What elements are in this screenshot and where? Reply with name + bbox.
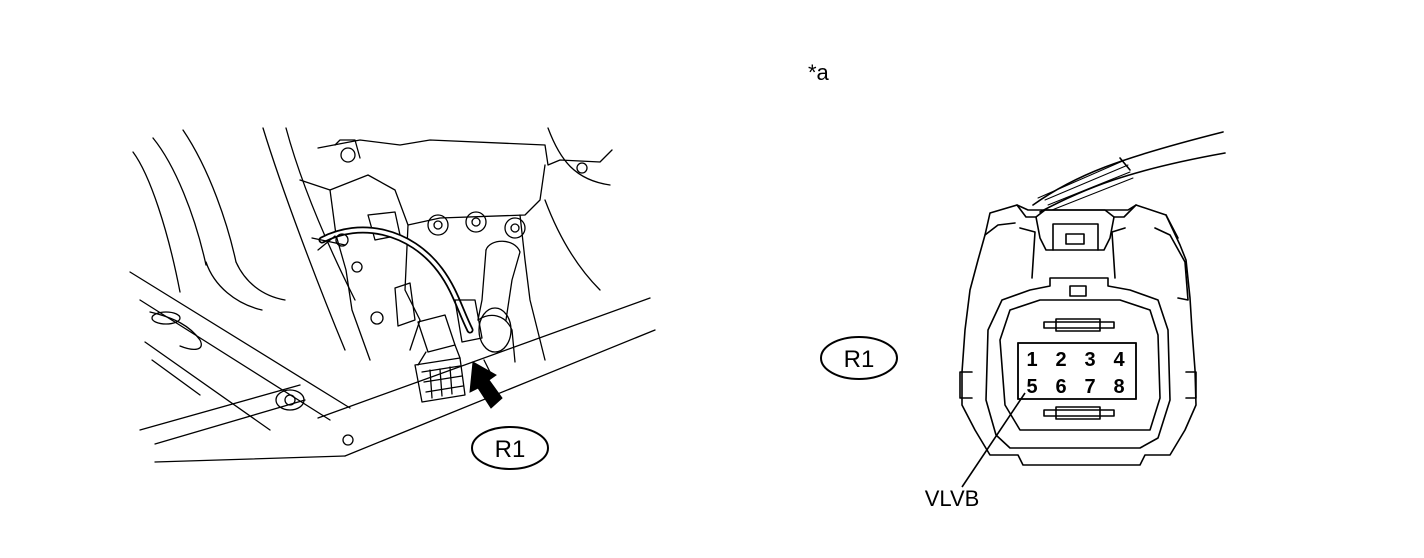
vehicle-location-view [129,127,656,463]
connector-front-view [959,131,1226,466]
right-r1-callout: R1 [820,336,898,380]
left-r1-label: R1 [495,436,526,463]
left-r1-callout: R1 [471,426,549,470]
terminal-1: 1 [1026,349,1037,371]
terminal-8: 8 [1113,376,1124,398]
terminal-5: 5 [1026,376,1037,398]
location-arrow [469,361,503,409]
vlvb-label: VLVB [925,486,980,511]
terminal-7: 7 [1084,376,1095,398]
terminal-6: 6 [1055,376,1066,398]
terminal-grid: 1 2 3 4 5 6 7 8 [1017,342,1137,400]
terminal-4: 4 [1113,349,1125,371]
terminal-2: 2 [1055,349,1066,371]
vlvb-leader-line [961,392,1026,488]
right-r1-label: R1 [844,346,875,373]
figure-label: *a [808,60,830,85]
terminal-3: 3 [1084,349,1095,371]
